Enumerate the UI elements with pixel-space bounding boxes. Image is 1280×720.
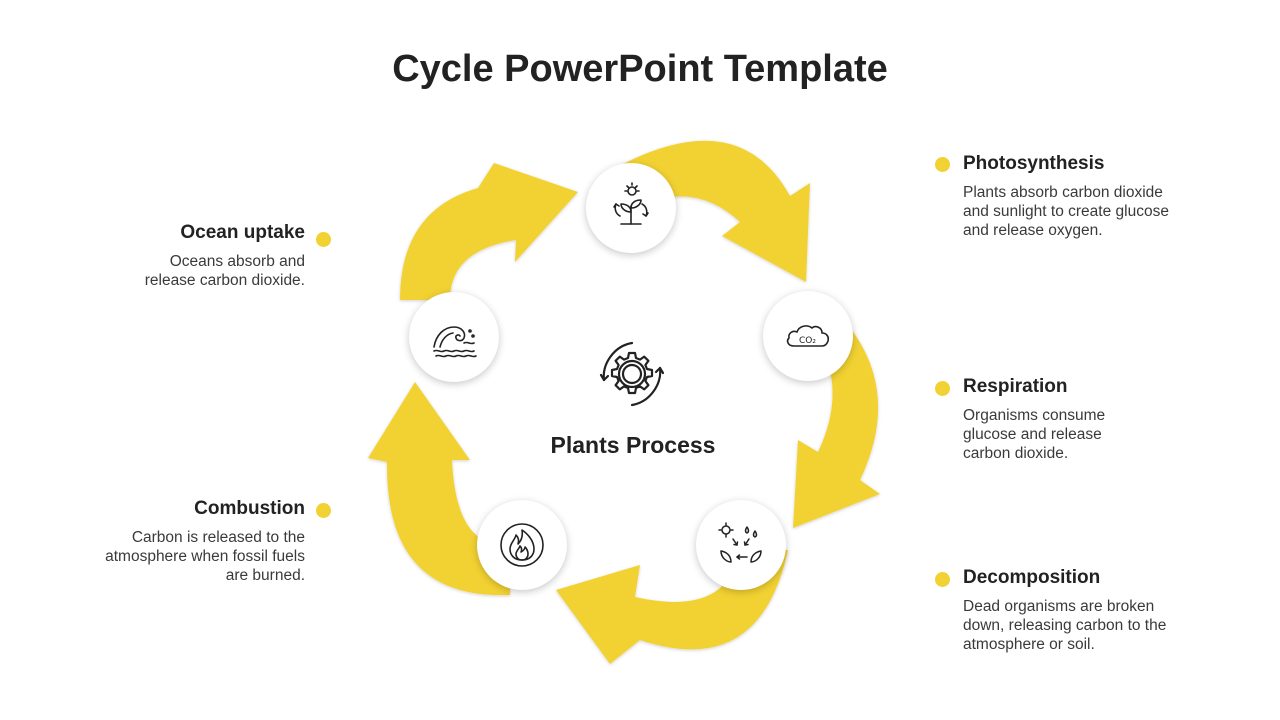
arrow-respiration-to-decomposition bbox=[793, 298, 880, 528]
step-title: Respiration bbox=[963, 376, 1068, 397]
step-text: Carbon is released to the atmosphere whe… bbox=[105, 529, 305, 584]
arrow-ocean-to-photosynthesis bbox=[400, 163, 578, 300]
node-decomposition bbox=[696, 500, 786, 590]
bullet-respiration bbox=[935, 381, 950, 396]
step-text: Plants absorb carbon dioxide and sunligh… bbox=[963, 184, 1169, 239]
step-respiration: Respiration Organisms consume glucose an… bbox=[963, 376, 1203, 463]
page-title: Cycle PowerPoint Template bbox=[392, 48, 888, 90]
step-title: Photosynthesis bbox=[963, 153, 1105, 174]
plant-sun-icon bbox=[613, 182, 649, 225]
bullet-photosynthesis bbox=[935, 157, 950, 172]
step-text: Dead organisms are broken down, releasin… bbox=[963, 598, 1167, 653]
node-combustion bbox=[477, 500, 567, 590]
decomposition-cycle-icon bbox=[718, 522, 762, 563]
step-decomposition: Decomposition Dead organisms are broken … bbox=[963, 567, 1203, 654]
step-title: Decomposition bbox=[963, 567, 1101, 588]
bullet-combustion bbox=[316, 503, 331, 518]
node-photosynthesis bbox=[586, 163, 676, 253]
center-label: Plants Process bbox=[550, 432, 716, 458]
svg-text:CO₂: CO₂ bbox=[799, 336, 816, 346]
fire-icon bbox=[500, 523, 544, 567]
bullet-decomposition bbox=[935, 572, 950, 587]
step-title: Ocean uptake bbox=[180, 222, 305, 243]
arrow-photosynthesis-to-respiration bbox=[623, 140, 810, 282]
step-ocean-uptake: Ocean uptake Oceans absorb and release c… bbox=[65, 222, 305, 290]
step-combustion: Combustion Carbon is released to the atm… bbox=[65, 498, 305, 585]
node-respiration: CO₂ bbox=[763, 291, 853, 381]
step-photosynthesis: Photosynthesis Plants absorb carbon diox… bbox=[963, 153, 1203, 240]
co2-cloud-icon: CO₂ bbox=[786, 325, 830, 347]
arrow-combustion-to-ocean bbox=[368, 382, 510, 596]
step-text: Organisms consume glucose and release ca… bbox=[963, 407, 1106, 462]
gear-cycle-icon bbox=[599, 341, 665, 407]
ocean-wave-icon bbox=[433, 326, 477, 358]
node-ocean-uptake bbox=[409, 292, 499, 382]
step-title: Combustion bbox=[194, 498, 305, 519]
step-text: Oceans absorb and release carbon dioxide… bbox=[144, 253, 305, 289]
bullet-ocean-uptake bbox=[316, 232, 331, 247]
